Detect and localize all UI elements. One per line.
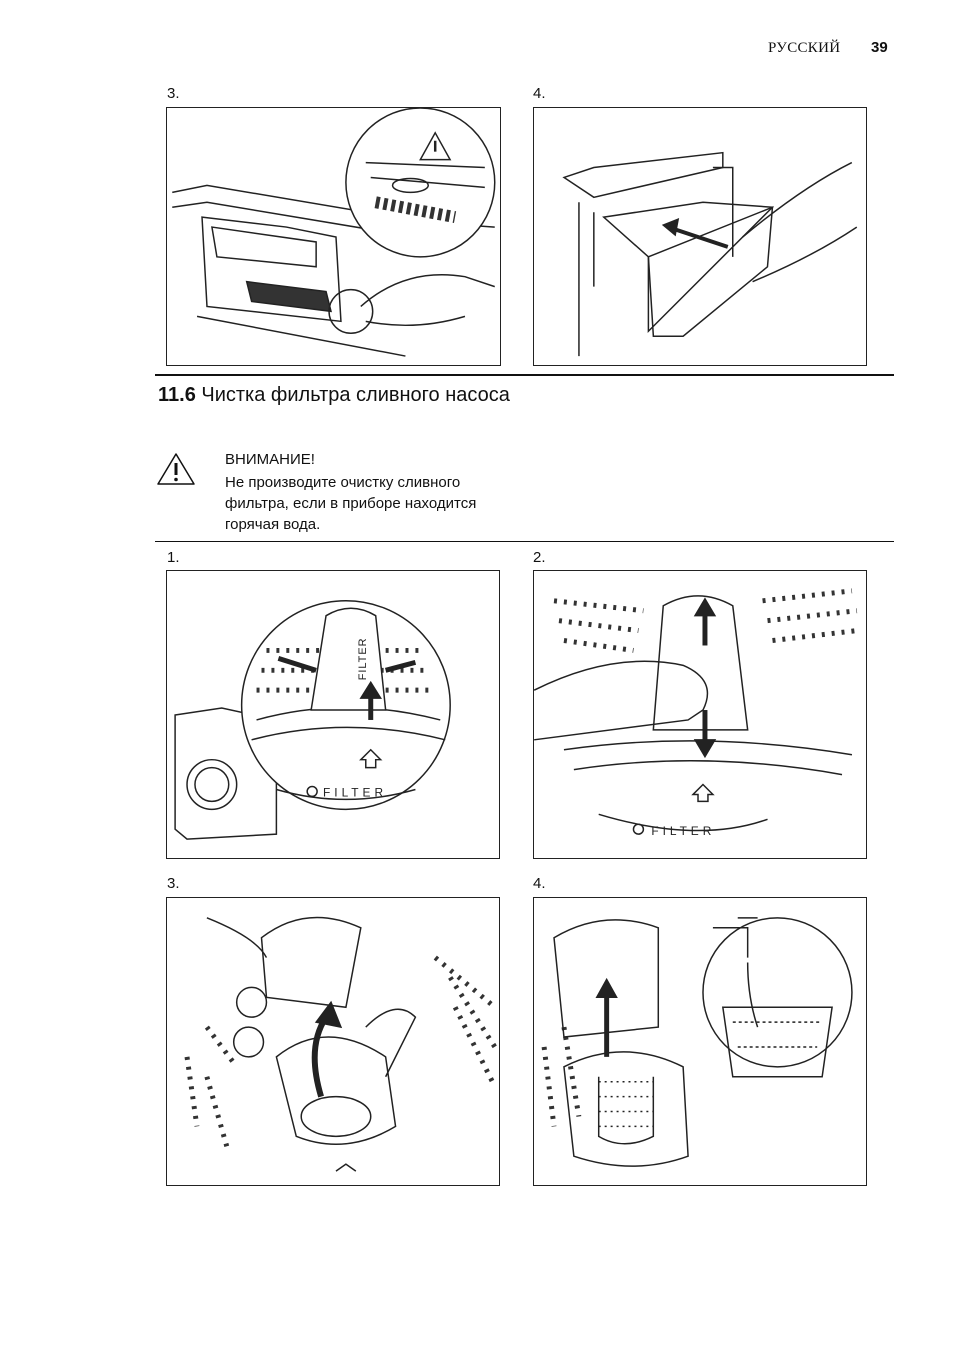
figure-label: 4.	[533, 85, 546, 102]
header-language: РУССКИЙ	[768, 40, 841, 56]
figure-step-4	[533, 897, 867, 1186]
step-label: 2.	[533, 549, 546, 566]
step-label: 3.	[167, 875, 180, 892]
page-number: 39	[871, 39, 888, 56]
step-label: 1.	[167, 549, 180, 566]
section-heading: 11.6 Чистка фильтра сливного насоса	[158, 381, 518, 409]
warning-triangle-icon	[157, 453, 195, 485]
warning-text: Не производите очистку сливного фильтра,…	[225, 474, 477, 533]
section-divider	[155, 374, 894, 376]
filter-cap-label: FILTER	[357, 638, 369, 681]
figure-insert-dispenser	[533, 107, 867, 366]
filter-label: FILTER	[323, 785, 387, 799]
figure-brush-cleaning	[166, 107, 501, 366]
figure-step-2: FILTER	[533, 570, 867, 859]
figure-step-1: FILTER FILTER	[166, 570, 500, 859]
warning-title: ВНИМАНИЕ!	[225, 451, 315, 468]
section-number: 11.6	[158, 384, 196, 406]
figure-label: 3.	[167, 85, 180, 102]
figure-step-3	[166, 897, 500, 1186]
filter-label: FILTER	[651, 824, 715, 838]
section-title: Чистка фильтра сливного насоса	[201, 384, 510, 406]
divider	[155, 541, 894, 542]
step-label: 4.	[533, 875, 546, 892]
